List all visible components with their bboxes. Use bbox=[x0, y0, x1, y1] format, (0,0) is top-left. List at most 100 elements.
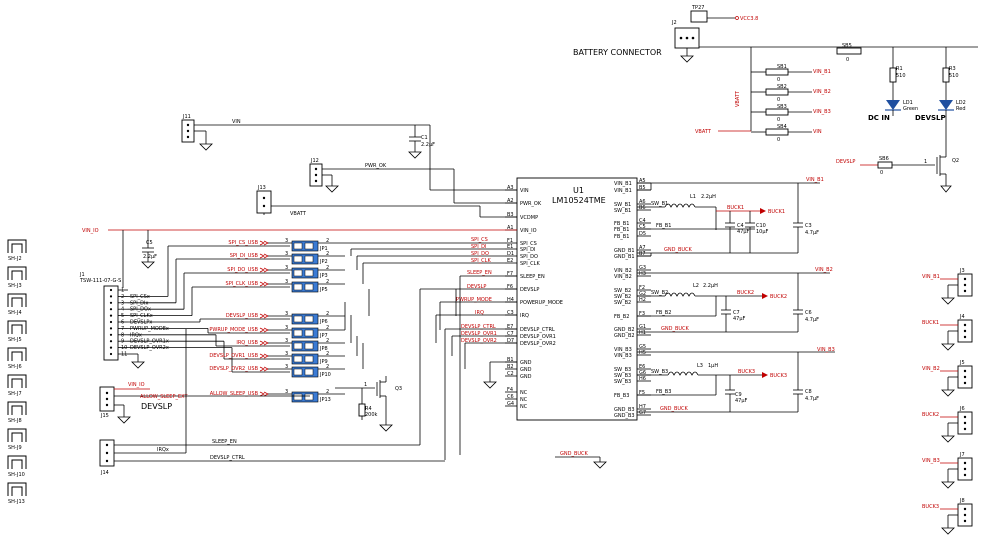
u1-pin-name: VIN_B3 bbox=[614, 353, 632, 359]
shunt-symbol: SH-J7 bbox=[7, 374, 27, 397]
u1-pin-num: F7 bbox=[507, 271, 513, 277]
u1-pin-name: IRQ bbox=[520, 313, 529, 319]
net-spi-clk: SPI_CLK bbox=[471, 258, 491, 264]
j1-pin-label: SPI_CLKx bbox=[130, 313, 153, 319]
j1-pin-num: 9 bbox=[121, 339, 124, 345]
jumper-pin: 2 bbox=[326, 279, 329, 285]
u1-pin-num: F4 bbox=[507, 387, 513, 393]
j15-label: J15 bbox=[100, 413, 109, 419]
j1-pin-num: 5 bbox=[121, 313, 124, 319]
jumper-ref: JP8 bbox=[319, 346, 328, 352]
shunt-symbol: SH-J9 bbox=[7, 428, 27, 451]
fb-b2-net: FB_B2 bbox=[656, 310, 671, 316]
u1-pin-name: SW_B2 bbox=[614, 288, 631, 294]
u1-part: LM10524TME bbox=[552, 196, 606, 205]
u1-pin-num: F1 bbox=[507, 238, 513, 244]
sb5-label: SB5 bbox=[842, 43, 852, 49]
l1-label: L1 bbox=[690, 194, 696, 200]
j1-pin-num: 7 bbox=[121, 326, 124, 332]
u1-pin-num: E1 bbox=[507, 244, 513, 250]
battery-connector-label: BATTERY CONNECTOR bbox=[573, 48, 662, 57]
u1-pin-name: SPI_DO bbox=[520, 254, 538, 260]
q3-pin: 1 bbox=[364, 382, 367, 388]
shunt-label: SH-J5 bbox=[8, 337, 22, 343]
j1-part: TSW-111-07-G-S bbox=[79, 278, 121, 284]
shunt-label: SH-J9 bbox=[8, 445, 22, 451]
usb-jumper-label: SPI_CLK_USB bbox=[226, 281, 259, 287]
u1-pin-name: VIN_B2 bbox=[614, 274, 632, 280]
u1-pin-name: FB_B1 bbox=[614, 227, 629, 233]
header-net: VIN_B1 bbox=[922, 274, 940, 280]
u1-pin-name: GND_B2 bbox=[614, 333, 635, 339]
u1-pin-num: C2 bbox=[507, 371, 514, 377]
jumper-pin: 2 bbox=[326, 351, 329, 357]
j14-net-1: SLEEP_EN bbox=[212, 439, 237, 445]
u1-pin-name: SW_B3 bbox=[614, 373, 631, 379]
shunt-symbol: SH-J3 bbox=[7, 266, 27, 289]
header-net: VIN_B3 bbox=[922, 458, 940, 464]
u1-pin-num: D7 bbox=[507, 338, 514, 344]
buck3-out: BUCK3 bbox=[770, 373, 787, 379]
j14-net-2: IRQx bbox=[157, 447, 169, 453]
usb-jumper-label: SPI_DI_USB bbox=[230, 253, 259, 259]
battery-section: TP27 VCC3.8 J2 BATTERY CONNECTOR SB5 0 S… bbox=[573, 5, 978, 193]
u1-pin-num: F3 bbox=[639, 311, 645, 317]
sb-value: 0 bbox=[777, 117, 780, 123]
c4-value: 47µF bbox=[737, 229, 750, 235]
u1-pin-name: VCDMP bbox=[520, 215, 538, 221]
r4-label: R4 bbox=[365, 406, 372, 412]
u1-pin-name: VIN_B3 bbox=[614, 347, 632, 353]
shunt-column: SH-J2SH-J3SH-J4SH-J5SH-J6SH-J7SH-J8SH-J9… bbox=[7, 239, 27, 505]
u1-pin-name: DEVSLP bbox=[520, 287, 539, 293]
shunt-label: SH-J3 bbox=[8, 283, 22, 289]
usb-jumper-label: SPI_DO_USB bbox=[227, 267, 258, 273]
jumper-pin: 2 bbox=[326, 389, 329, 395]
u1-pin-name: FB_B2 bbox=[614, 314, 629, 320]
j1-pin-label: DEVSLP_OVR1x bbox=[130, 339, 169, 345]
j14-label: J14 bbox=[100, 470, 109, 476]
vin-net: VIN bbox=[232, 119, 241, 125]
c5-label: C5 bbox=[146, 240, 153, 246]
u1-pin-name: NC bbox=[520, 397, 528, 403]
u1-pin-name: VIN_IO bbox=[520, 228, 537, 234]
jumper-pin: 3 bbox=[285, 325, 288, 331]
jumper-pin: 3 bbox=[285, 351, 288, 357]
net-irq: IRQ bbox=[475, 310, 484, 316]
ld1-label: LD1 bbox=[903, 100, 913, 106]
fb-b3-net: FB_B3 bbox=[656, 389, 671, 395]
shunt-symbol: SH-J2 bbox=[7, 239, 27, 262]
c4-label: C4 bbox=[737, 223, 744, 229]
c9-value: 47µF bbox=[735, 398, 748, 404]
j1-pin-num: 8 bbox=[121, 332, 124, 338]
u1-pin-name: VIN bbox=[520, 188, 529, 194]
gnd-buck-2: GND_BUCK bbox=[661, 326, 690, 332]
jumper-pin: 3 bbox=[285, 364, 288, 370]
u1-pin-num: C5 bbox=[639, 224, 646, 230]
u1-pin-name: POWERUP_MODE bbox=[520, 300, 563, 306]
jumper-pin: 2 bbox=[326, 338, 329, 344]
net-devslp: DEVSLP bbox=[467, 284, 486, 290]
devslp-j15-label: DEVSLP bbox=[141, 402, 172, 411]
u1-pin-name: NC bbox=[520, 390, 528, 396]
net-spi-cs: SPI_CS bbox=[471, 237, 488, 243]
j1-pin-label: SPI_DIx bbox=[130, 300, 148, 306]
u1-pin-name: SLEEP_EN bbox=[520, 274, 545, 280]
u1-pin-num: B3 bbox=[507, 212, 514, 218]
jumper-ref: JP13 bbox=[319, 397, 331, 403]
buck1-out: BUCK1 bbox=[768, 209, 785, 215]
j1-pin-label: IRQx bbox=[130, 332, 142, 338]
net-spi-di: SPI_DI bbox=[471, 244, 487, 250]
u1-pin-num: H3 bbox=[639, 271, 646, 277]
u1-pin-num: D1 bbox=[507, 251, 514, 257]
buck1-wire: BUCK1 bbox=[727, 205, 744, 211]
vin-b3-net: VIN_B3 bbox=[817, 347, 835, 353]
jumper-pin: 2 bbox=[326, 311, 329, 317]
j1-pin-label: SPI_DOx bbox=[130, 307, 151, 313]
